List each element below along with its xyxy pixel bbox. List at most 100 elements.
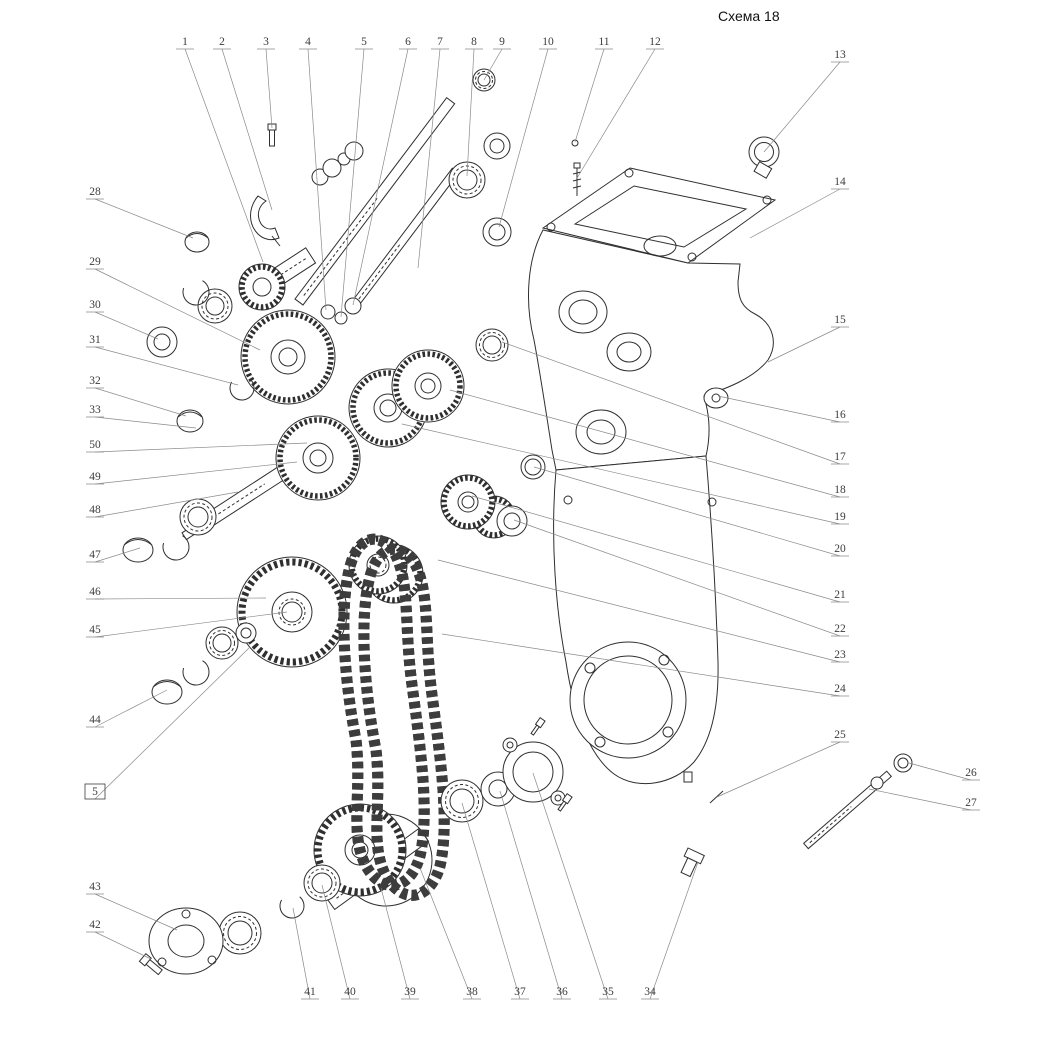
callout-45: 45 [86, 611, 288, 638]
detent-spring-stud [572, 162, 582, 196]
callout-label-27: 27 [965, 797, 977, 809]
callout-label-49: 49 [89, 471, 101, 483]
callout-label-1: 1 [182, 36, 188, 48]
callout-label-4: 4 [305, 36, 311, 48]
callout-30: 30 [86, 299, 159, 340]
callout-24: 24 [441, 633, 849, 697]
callout-label-24: 24 [834, 683, 846, 695]
callout-label-12: 12 [649, 36, 661, 48]
callout-41: 41 [292, 907, 319, 1000]
clutch-rod [802, 753, 913, 850]
callout-label-7: 7 [437, 36, 443, 48]
callout-12: 12 [576, 36, 664, 179]
callout-label-32: 32 [89, 375, 101, 387]
input-gear-hub [238, 247, 317, 311]
callout-label-37: 37 [514, 986, 526, 998]
callout-label-5: 5 [92, 786, 98, 798]
callout-label-21: 21 [834, 589, 846, 601]
callout-4: 4 [299, 36, 327, 311]
end-caps [122, 231, 210, 705]
callout-label-5: 5 [361, 36, 367, 48]
callout-38: 38 [419, 867, 481, 1000]
callout-label-45: 45 [89, 624, 101, 636]
callout-22: 22 [513, 519, 849, 637]
bearing-cover-plate [138, 907, 224, 976]
callout-43: 43 [86, 881, 178, 931]
callout-37: 37 [461, 802, 529, 1000]
callout-29: 29 [86, 256, 261, 351]
callout-label-20: 20 [834, 543, 846, 555]
callout-label-34: 34 [644, 986, 656, 998]
main-shaft [294, 97, 456, 306]
callout-50: 50 [86, 439, 308, 453]
callout-28: 28 [86, 186, 194, 239]
callout-label-8: 8 [471, 36, 477, 48]
callout-label-43: 43 [89, 881, 101, 893]
shift-fork [250, 195, 281, 247]
retainer-bracket [680, 847, 705, 878]
callout-label-33: 33 [89, 404, 101, 416]
gear-large-upper [240, 309, 336, 405]
callout-label-42: 42 [89, 919, 101, 931]
callout-1: 1 [176, 36, 264, 263]
callout-25: 25 [716, 729, 849, 798]
gear-large-lower [236, 556, 348, 668]
callout-47: 47 [86, 547, 141, 563]
callout-label-15: 15 [834, 314, 846, 326]
callout-8: 8 [465, 36, 483, 177]
callout-48: 48 [86, 491, 239, 518]
callout-label-3: 3 [263, 36, 269, 48]
callout-14: 14 [749, 176, 849, 239]
callout-label-46: 46 [89, 586, 101, 598]
callout-20: 20 [533, 466, 849, 557]
callout-label-25: 25 [834, 729, 846, 741]
callout-label-36: 36 [556, 986, 568, 998]
callout-label-39: 39 [404, 986, 416, 998]
callout-label-16: 16 [834, 409, 846, 421]
callout-13: 13 [763, 49, 849, 153]
callout-label-19: 19 [834, 511, 846, 523]
callout-5: 5 [340, 36, 373, 318]
callout-16: 16 [717, 395, 849, 423]
callout-label-22: 22 [834, 623, 846, 635]
callout-6: 6 [352, 36, 417, 306]
callout-21: 21 [471, 495, 849, 603]
callout-label-38: 38 [466, 986, 478, 998]
callout-label-48: 48 [89, 504, 101, 516]
callout-label-17: 17 [834, 451, 846, 463]
callout-34: 34 [641, 861, 699, 1000]
callout-label-29: 29 [89, 256, 101, 268]
callout-label-9: 9 [499, 36, 505, 48]
callout-label-40: 40 [344, 986, 356, 998]
callout-46: 46 [86, 586, 267, 600]
shaft-spacer-rings [311, 141, 364, 186]
callout-label-44: 44 [89, 714, 101, 726]
callout-35: 35 [532, 772, 617, 1000]
output-cover [502, 717, 573, 812]
callout-26: 26 [908, 762, 980, 781]
callout-label-50: 50 [89, 439, 101, 451]
callout-23: 23 [437, 559, 849, 663]
callout-42: 42 [86, 919, 152, 960]
callout-36: 36 [499, 790, 571, 1000]
callout-label-35: 35 [602, 986, 614, 998]
filler-plug [748, 136, 780, 179]
callout-label-41: 41 [304, 986, 316, 998]
callout-31: 31 [86, 334, 239, 386]
callout-label-11: 11 [598, 36, 609, 48]
gearbox-housing [528, 167, 777, 785]
callout-9: 9 [483, 36, 511, 81]
callout-27: 27 [868, 788, 980, 811]
callout-7: 7 [417, 36, 449, 269]
callout-33: 33 [86, 404, 197, 429]
circlips [162, 278, 305, 919]
callout-label-47: 47 [89, 549, 101, 561]
callout-label-31: 31 [89, 334, 101, 346]
callout-18: 18 [449, 389, 849, 498]
callout-11: 11 [574, 36, 613, 143]
callout-label-28: 28 [89, 186, 101, 198]
callout-49: 49 [86, 461, 298, 485]
